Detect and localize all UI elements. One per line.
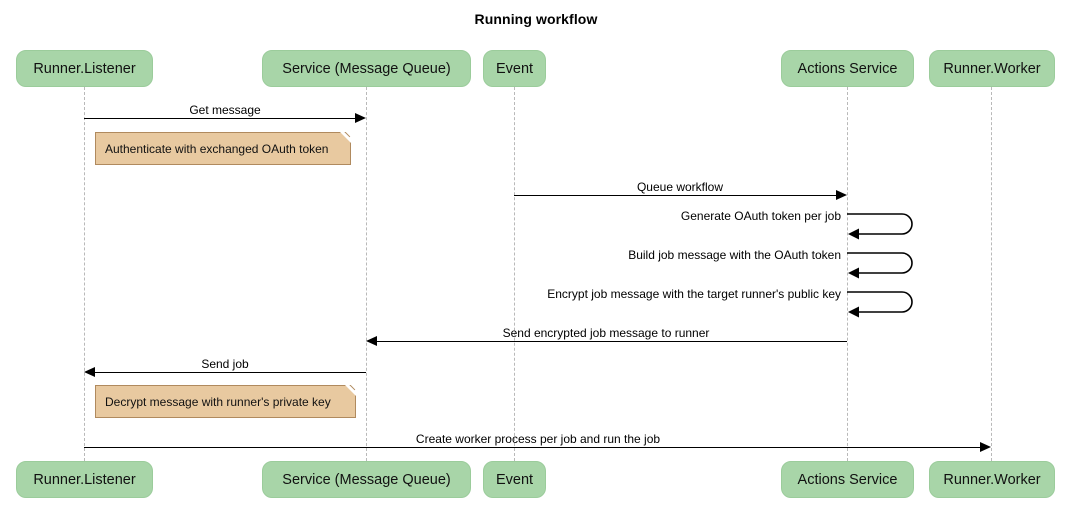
arrowhead-left-send-job (84, 367, 95, 377)
note-label: Decrypt message with runner's private ke… (105, 394, 331, 409)
self-message-generate-oauth-token-per-job (847, 208, 927, 242)
participant-label: Runner.Worker (943, 60, 1041, 77)
arrowhead-right-queue-workflow (836, 190, 847, 200)
participant-label: Event (495, 471, 534, 488)
arrowhead-right-create-worker-process (980, 442, 991, 452)
message-label-send-encrypted-job-message-to-runner: Send encrypted job message to runner (502, 326, 710, 340)
participant-actions-service-top[interactable]: Actions Service (781, 50, 914, 87)
participant-runner-worker-top[interactable]: Runner.Worker (929, 50, 1055, 87)
participant-runner-worker-bottom[interactable]: Runner.Worker (929, 461, 1055, 498)
lifeline-service-message-queue (366, 87, 367, 461)
participant-label: Service (Message Queue) (282, 60, 451, 77)
lifeline-event (514, 87, 515, 461)
participant-label: Runner.Listener (33, 60, 136, 77)
page-title: Running workflow (474, 11, 598, 27)
self-message-encrypt-job-message-public-key (847, 286, 927, 320)
participant-label: Service (Message Queue) (282, 471, 451, 488)
message-label-build-job-message-with-oauth-token: Build job message with the OAuth token (628, 248, 841, 262)
note-label: Authenticate with exchanged OAuth token (105, 141, 329, 156)
message-label-send-job: Send job (201, 357, 249, 371)
message-line-create-worker-process (84, 447, 981, 448)
self-message-build-job-message-with-oauth-token (847, 247, 927, 281)
message-label-generate-oauth-token-per-job: Generate OAuth token per job (680, 209, 841, 223)
lifeline-runner-listener (84, 87, 85, 461)
note-authenticate: Authenticate with exchanged OAuth token (95, 132, 351, 165)
arrowhead-left-send-encrypted-job-message-to-runner (366, 336, 377, 346)
message-line-send-encrypted-job-message-to-runner (377, 341, 847, 342)
participant-actions-service-bottom[interactable]: Actions Service (781, 461, 914, 498)
participant-runner-listener-bottom[interactable]: Runner.Listener (16, 461, 153, 498)
arrowhead-right-get-message (355, 113, 366, 123)
note-fold-edge-icon (336, 132, 351, 147)
lifeline-runner-worker (991, 87, 992, 461)
participant-service-message-queue-top[interactable]: Service (Message Queue) (262, 50, 471, 87)
participant-label: Runner.Listener (33, 471, 136, 488)
note-decrypt: Decrypt message with runner's private ke… (95, 385, 356, 418)
message-label-get-message: Get message (189, 103, 261, 117)
participant-label: Actions Service (797, 60, 898, 77)
participant-label: Actions Service (797, 471, 898, 488)
lifeline-actions-service (847, 87, 848, 461)
message-label-queue-workflow: Queue workflow (636, 180, 724, 194)
message-line-get-message (84, 118, 356, 119)
message-label-encrypt-job-message-public-key: Encrypt job message with the target runn… (547, 287, 841, 301)
participant-runner-listener-top[interactable]: Runner.Listener (16, 50, 153, 87)
note-fold-edge-icon (341, 385, 356, 400)
message-line-queue-workflow (514, 195, 837, 196)
message-label-create-worker-process: Create worker process per job and run th… (415, 432, 661, 446)
participant-label: Runner.Worker (943, 471, 1041, 488)
participant-event-bottom[interactable]: Event (483, 461, 546, 498)
participant-event-top[interactable]: Event (483, 50, 546, 87)
participant-label: Event (495, 60, 534, 77)
message-line-send-job (95, 372, 366, 373)
participant-service-message-queue-bottom[interactable]: Service (Message Queue) (262, 461, 471, 498)
